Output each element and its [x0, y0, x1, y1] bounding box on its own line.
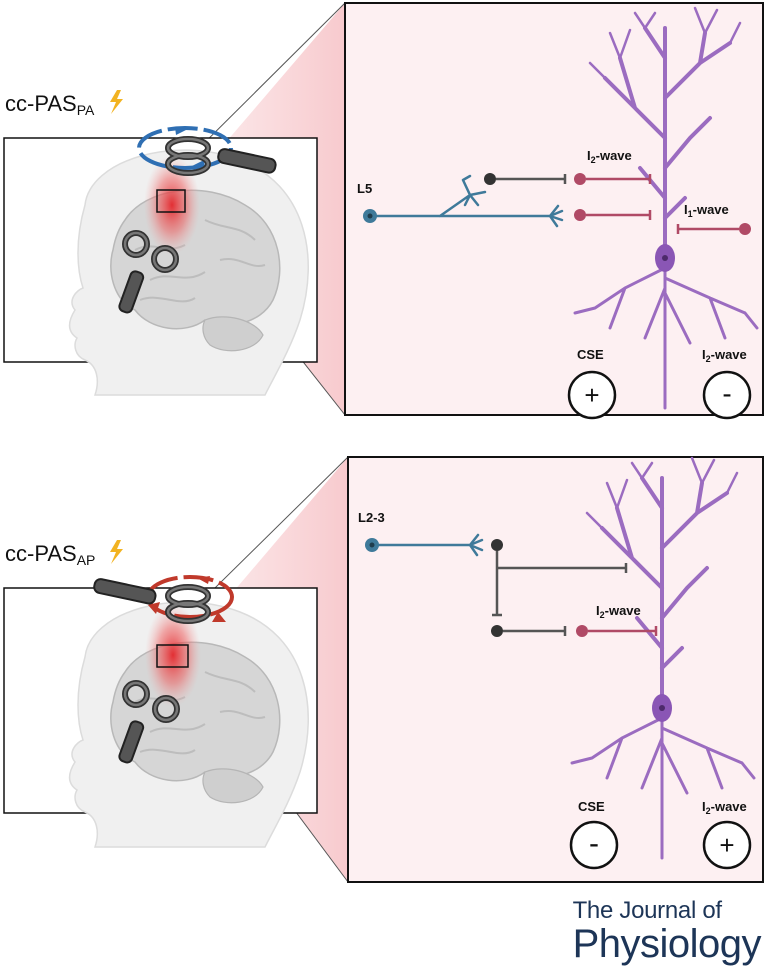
- cse-label: CSE: [578, 799, 605, 814]
- protocol-label-pa: cc-PASPA: [5, 91, 95, 118]
- i2-sign: +: [719, 830, 734, 860]
- cse-sign-circle: [567, 370, 617, 420]
- i2-sign-circle: [702, 820, 752, 870]
- i2-sign-circle: [702, 370, 752, 420]
- cse-sign: +: [584, 380, 599, 410]
- journal-logo-line1: The Journal of: [572, 897, 723, 924]
- layer-label-l2-3: L2-3: [358, 510, 385, 525]
- inhibitory-neuron-i2-top: [574, 173, 652, 185]
- inhibitory-neuron-i1: [676, 223, 751, 235]
- conditioning-coil: [118, 230, 179, 314]
- l2-3-neuron: [365, 533, 484, 557]
- cse-sign-circle: [569, 820, 619, 870]
- wave-label-i2-top: I2-wave: [587, 148, 632, 165]
- i2-wave-label: I2-wave: [702, 347, 747, 364]
- lightning-icon: [110, 90, 123, 114]
- cse-sign: -: [589, 827, 599, 860]
- lightning-icon: [110, 540, 123, 564]
- wave-label-i2: I2-wave: [596, 603, 641, 620]
- wave-label-i1: I1-wave: [684, 202, 729, 219]
- current-direction-arrow: [137, 126, 233, 170]
- i2-wave-label: I2-wave: [702, 799, 747, 816]
- i2-sign: -: [722, 378, 731, 409]
- stimulation-glow: [144, 155, 200, 255]
- panel-ap: [3, 456, 764, 883]
- panel-pa: [3, 2, 764, 420]
- layer-label-l5: L5: [357, 181, 372, 196]
- l5-neuron: [363, 174, 564, 228]
- relay-neuron: [491, 539, 628, 637]
- journal-logo-line2: Physiology: [572, 922, 762, 966]
- inhibitory-neuron-i2: [576, 625, 658, 637]
- inhibitory-neuron-i2-bottom: [574, 209, 652, 221]
- journal-logo: The Journal of Physiology: [572, 897, 762, 966]
- zoom-panel: [347, 456, 764, 883]
- relay-neuron: [484, 173, 567, 185]
- cse-label: CSE: [577, 347, 604, 362]
- conditioning-coil: [118, 680, 180, 764]
- protocol-label-ap: cc-PASAP: [5, 541, 95, 568]
- stimulation-glow: [145, 603, 201, 707]
